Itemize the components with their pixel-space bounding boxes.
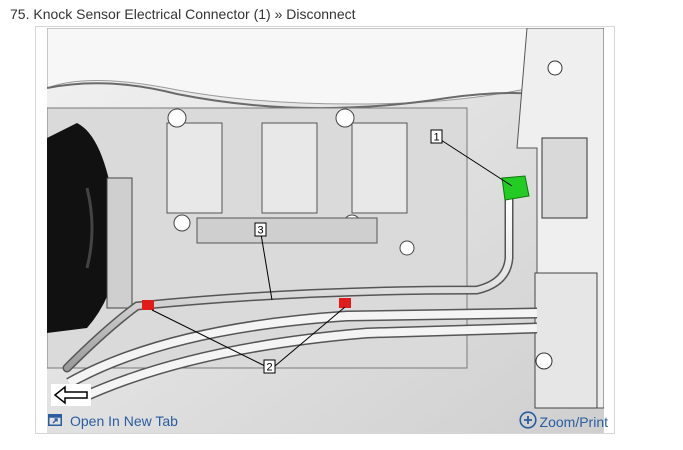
figure-frame: 1 3 2 Open In New Tab (35, 26, 615, 434)
callout-3: 3 (254, 222, 267, 237)
zoom-print-label: Zoom/Print (539, 413, 608, 430)
zoom-print-link[interactable]: Zoom/Print (518, 411, 608, 432)
engine-illustration: 1 3 2 (47, 28, 604, 433)
callout-1: 1 (430, 129, 443, 144)
figure-toolbar: Open In New Tab Zoom/Print (36, 408, 614, 433)
callout-1-label: 1 (434, 132, 440, 144)
open-external-icon (48, 413, 62, 429)
page-title: 75. Knock Sensor Electrical Connector (1… (10, 6, 356, 22)
callout-2: 2 (263, 359, 276, 374)
callout-3-label: 3 (258, 225, 264, 237)
open-in-new-tab-label: Open In New Tab (70, 413, 178, 429)
arrow-left-icon[interactable] (51, 384, 91, 406)
callout-2-label: 2 (267, 362, 273, 374)
zoom-plus-icon (518, 411, 537, 432)
open-in-new-tab-link[interactable]: Open In New Tab (48, 413, 178, 429)
